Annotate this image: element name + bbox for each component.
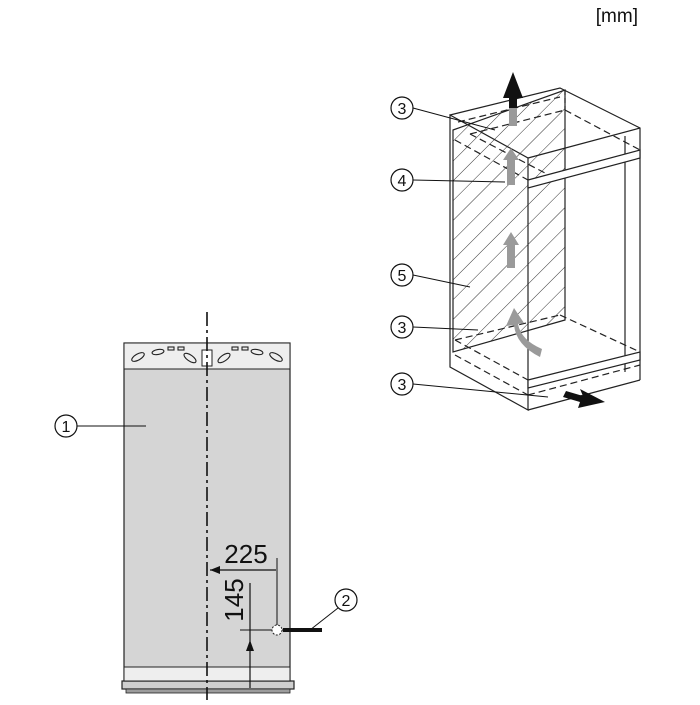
intake-arrow-icon xyxy=(563,389,605,408)
top-back-edge xyxy=(449,87,641,380)
callout-3-middle: 3 xyxy=(390,315,479,339)
curved-flow-arrow-icon xyxy=(506,308,542,357)
svg-text:3: 3 xyxy=(398,377,407,394)
callout-2: 2 xyxy=(309,588,358,631)
callout-1: 1 xyxy=(54,414,146,438)
svg-text:3: 3 xyxy=(398,320,407,337)
callout-5: 5 xyxy=(390,263,471,288)
svg-text:2: 2 xyxy=(342,593,351,610)
dim-arrowhead-up xyxy=(246,640,254,651)
dim-225-label: 225 xyxy=(224,539,267,569)
connection-point xyxy=(271,624,283,636)
mid-flow-arrow-icon xyxy=(503,148,519,185)
niche-perspective xyxy=(449,87,641,412)
dim-arrowhead-left xyxy=(210,566,220,574)
unit-label: [mm] xyxy=(595,6,638,27)
airflow-arrows xyxy=(503,72,605,408)
svg-text:3: 3 xyxy=(398,101,407,118)
upper-shelf xyxy=(527,149,641,189)
svg-text:5: 5 xyxy=(398,268,407,285)
svg-text:4: 4 xyxy=(398,173,407,190)
dim-145-label: 145 xyxy=(219,578,249,621)
base-foot xyxy=(125,688,291,694)
top-front-edge xyxy=(527,127,641,159)
callout-3-bottom: 3 xyxy=(390,372,549,398)
hatched-rear-wall xyxy=(452,89,566,353)
exhaust-arrow-icon xyxy=(503,72,523,108)
low-flow-arrow-icon xyxy=(503,232,519,268)
base-plinth xyxy=(121,680,295,690)
svg-text:1: 1 xyxy=(62,419,71,436)
bracket-slots xyxy=(131,346,283,364)
callout-3-top: 3 xyxy=(390,96,496,131)
callout-4: 4 xyxy=(390,168,506,192)
lower-shelf xyxy=(527,351,641,389)
appliance-front-view: 225 145 xyxy=(121,312,322,700)
upper-flow-arrow-icon xyxy=(509,108,517,126)
